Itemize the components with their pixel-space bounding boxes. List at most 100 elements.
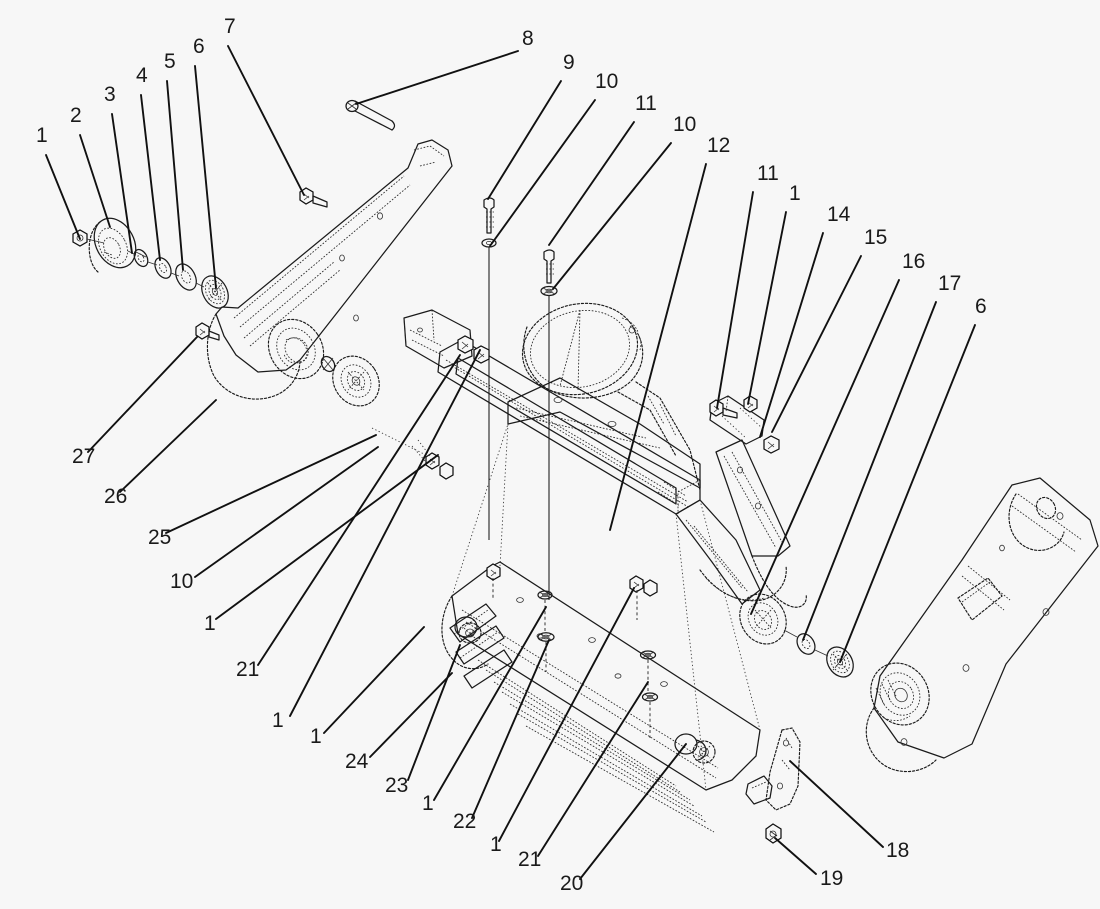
left-support-arm <box>195 99 453 407</box>
callout-10: 10 <box>489 70 618 247</box>
flange-hub-part-2 <box>88 217 137 273</box>
callout-number: 18 <box>886 839 909 862</box>
callout-number: 9 <box>563 51 575 74</box>
callout-number: 16 <box>902 250 925 273</box>
callout-23: 23 <box>385 644 461 797</box>
callout-layer: 1234567891011101211114151617627262510121… <box>36 15 987 895</box>
callout-leader-line <box>165 434 377 534</box>
callout-20: 20 <box>560 743 687 895</box>
callout-3: 3 <box>104 83 133 254</box>
callout-15: 15 <box>771 226 887 433</box>
callout-1: 1 <box>747 182 801 405</box>
hex-nut-part-19 <box>765 823 782 844</box>
callout-leader-line <box>227 45 305 196</box>
callout-number: 2 <box>70 104 82 127</box>
callout-1: 1 <box>36 124 81 240</box>
bolt-part-9 <box>481 197 497 540</box>
right-arm-hub <box>870 662 930 726</box>
callout-22: 22 <box>453 639 550 833</box>
washer-plate-c <box>537 632 555 642</box>
callout-number: 15 <box>864 226 887 249</box>
callout-number: 1 <box>490 833 502 856</box>
callout-21: 21 <box>236 354 461 681</box>
hex-nut-right-lower <box>763 435 780 454</box>
washer-plate-e <box>639 650 657 660</box>
hex-nut-plate-d <box>629 575 658 597</box>
callout-1: 1 <box>204 454 439 635</box>
callout-leader-line <box>407 644 461 781</box>
callout-number: 10 <box>595 70 618 93</box>
washer-part-4 <box>154 257 172 279</box>
callout-number: 1 <box>789 182 801 205</box>
callout-leader-line <box>552 142 672 290</box>
callout-number: 6 <box>975 295 987 318</box>
washer-plate-b <box>537 590 553 600</box>
callout-number: 21 <box>518 848 541 871</box>
callout-number: 7 <box>224 15 236 38</box>
callout-number: 21 <box>236 658 259 681</box>
hex-bolt-right-upper <box>709 399 738 419</box>
callout-number: 17 <box>938 272 961 295</box>
callout-number: 20 <box>560 872 583 895</box>
callout-leader-line <box>433 606 547 801</box>
callout-6: 6 <box>839 295 987 663</box>
callout-number: 5 <box>164 50 176 73</box>
callout-4: 4 <box>136 64 161 261</box>
callout-leader-line <box>716 191 754 409</box>
callout-number: 10 <box>170 570 193 593</box>
callout-21: 21 <box>518 681 649 871</box>
callout-leader-line <box>498 587 635 842</box>
callout-leader-line <box>289 349 481 717</box>
callout-24: 24 <box>345 672 453 773</box>
callout-1: 1 <box>272 349 481 732</box>
callout-number: 8 <box>522 27 534 50</box>
hex-nut-midleft <box>425 452 454 480</box>
washer-part-5 <box>175 263 197 291</box>
right-hub-part-14 <box>739 593 787 645</box>
callout-leader-line <box>194 446 379 578</box>
callout-leader-line <box>774 837 817 875</box>
callout-8: 8 <box>355 27 534 105</box>
callout-number: 25 <box>148 526 171 549</box>
callout-number: 19 <box>820 867 843 890</box>
washer-part-15 <box>796 633 816 655</box>
callout-26: 26 <box>104 399 217 508</box>
callout-5: 5 <box>164 50 184 271</box>
callout-16: 16 <box>750 250 925 615</box>
callout-leader-line <box>111 113 133 254</box>
right-support-arm <box>865 477 1099 773</box>
callout-number: 1 <box>36 124 48 147</box>
callout-leader-line <box>87 336 198 453</box>
callout-11: 11 <box>716 162 779 409</box>
callout-leader-line <box>194 65 217 289</box>
ring-fitting-left <box>454 616 482 644</box>
spacer-part-3 <box>133 248 149 268</box>
right-bearing-stack <box>739 593 854 678</box>
pivot-pin-part-8 <box>345 99 396 131</box>
callout-17: 17 <box>802 272 961 641</box>
arm-washer <box>320 355 336 373</box>
callout-number: 1 <box>422 792 434 815</box>
bolt-part-10-upper <box>540 249 558 600</box>
callout-1: 1 <box>422 606 547 815</box>
arm-lower-hub <box>332 355 380 407</box>
callout-11: 11 <box>548 92 657 246</box>
callout-27: 27 <box>72 336 198 468</box>
callout-19: 19 <box>774 837 843 890</box>
callout-2: 2 <box>70 104 111 228</box>
callout-leader-line <box>79 134 111 228</box>
callout-leader-line <box>537 681 649 857</box>
callout-number: 11 <box>635 92 657 115</box>
callout-leader-line <box>257 354 461 666</box>
callout-leader-line <box>548 121 635 246</box>
callout-6: 6 <box>193 35 217 289</box>
callout-10: 10 <box>170 446 379 593</box>
callout-leader-line <box>609 163 707 531</box>
callout-9: 9 <box>487 51 575 200</box>
callout-number: 23 <box>385 774 408 797</box>
callout-number: 4 <box>136 64 148 87</box>
callout-number: 11 <box>757 162 779 185</box>
callout-leader-line <box>119 399 217 493</box>
